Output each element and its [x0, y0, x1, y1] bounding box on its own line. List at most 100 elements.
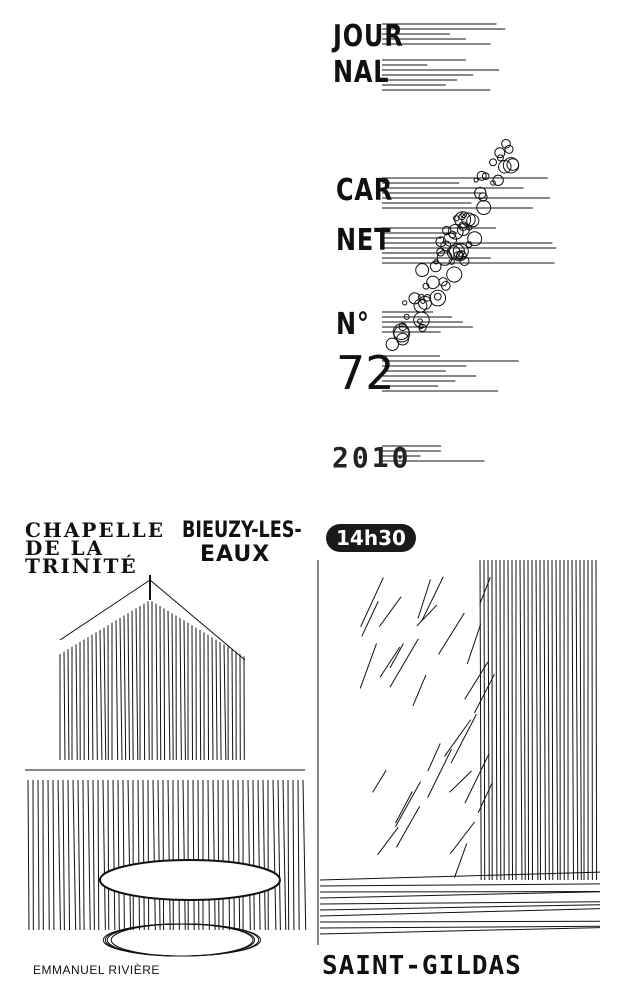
rock-stroke	[454, 843, 468, 878]
rock-stroke	[450, 713, 477, 764]
interior-hatch	[207, 779, 210, 931]
cover-title-line2: NAL	[333, 55, 390, 90]
bubble	[481, 172, 490, 180]
rock-stroke	[395, 805, 421, 848]
rock-stroke	[449, 821, 476, 855]
chapel-hatch	[231, 649, 234, 761]
caption-line1: CHAPELLE	[25, 518, 165, 542]
rock-stroke	[438, 612, 465, 655]
bubble	[473, 177, 479, 183]
interior-hatch	[302, 779, 307, 931]
rock-stroke	[427, 748, 452, 798]
bubble	[478, 192, 488, 202]
chapel-hatch	[147, 601, 150, 761]
chapel-hatch	[95, 632, 98, 761]
bubble	[418, 295, 432, 310]
bubble	[402, 300, 408, 306]
interior-hatch	[197, 779, 200, 931]
interior-hatch	[87, 779, 91, 931]
bubble	[457, 250, 464, 257]
bubble	[429, 260, 442, 273]
interior-hatch	[82, 779, 85, 931]
chapel-hatch	[223, 644, 227, 761]
interior-hatch	[272, 779, 277, 931]
bubble	[442, 225, 452, 236]
interior-hatch	[97, 779, 100, 931]
chapel-hatch	[63, 651, 66, 761]
chapel-hatch	[119, 617, 123, 761]
bubble	[440, 240, 452, 252]
rock-stroke	[466, 623, 482, 665]
interior-hatch	[287, 779, 290, 931]
ground-stroke	[319, 925, 601, 929]
chapel-hatch	[91, 634, 94, 761]
bubble	[448, 258, 455, 265]
ground-stroke	[319, 927, 601, 935]
interior-hatch	[62, 779, 65, 931]
bubble	[446, 266, 463, 283]
rock-stroke	[359, 643, 377, 689]
interior-hatch	[47, 779, 50, 931]
floor-scribble	[106, 923, 260, 957]
wall-hatch	[551, 559, 554, 881]
bubble	[418, 323, 424, 330]
caption-line3: TRINITÉ	[25, 554, 138, 578]
interior-hatch	[177, 779, 180, 931]
wall-hatch	[487, 559, 490, 881]
floor-scribble	[110, 923, 256, 957]
bubble	[476, 170, 487, 181]
signature: EMMANUEL RIVIÈRE	[33, 963, 160, 977]
bubble	[433, 292, 442, 301]
rock-stroke	[372, 770, 387, 793]
bubble	[446, 245, 461, 260]
bubble	[459, 256, 470, 267]
interior-hatch	[57, 779, 61, 931]
chapel-hatch	[99, 629, 103, 761]
interior-hatch	[92, 779, 95, 931]
rock-stroke	[464, 661, 489, 700]
bubble	[460, 211, 467, 219]
bubble	[426, 275, 440, 290]
chapel-hatch	[75, 644, 78, 761]
bubble	[452, 243, 469, 260]
chapel-hatch	[171, 613, 174, 761]
interior-hatch	[257, 779, 261, 931]
rock-stroke	[379, 646, 401, 678]
rock-stroke	[416, 604, 438, 627]
interior-hatch	[182, 779, 186, 931]
bubble	[467, 231, 483, 247]
interior-hatch	[247, 779, 251, 931]
interior-hatch	[122, 779, 125, 931]
rock-stroke	[477, 782, 493, 814]
chapel-hatch	[127, 613, 131, 761]
bubble	[502, 157, 520, 174]
ground-stroke	[319, 891, 601, 899]
rock-stroke	[427, 743, 441, 772]
interior-hatch	[282, 779, 287, 931]
chapel-hatch	[103, 627, 107, 761]
caption-line2: DE LA	[25, 536, 105, 560]
ink-stroke	[59, 579, 151, 641]
bubble	[403, 313, 410, 320]
interior-hatch	[72, 779, 77, 931]
ground-stroke	[319, 904, 601, 911]
interior-hatch	[112, 779, 116, 931]
interior-hatch	[262, 779, 266, 931]
cover-year: 2010	[332, 441, 412, 474]
interior-hatch	[252, 779, 255, 931]
wall-hatch	[507, 559, 510, 881]
ground-stroke	[319, 920, 601, 923]
interior-hatch	[277, 779, 281, 931]
bubble	[466, 224, 473, 231]
chapel-hatch	[163, 608, 166, 761]
rock-stroke	[412, 674, 427, 707]
chapel-hatch	[123, 615, 127, 761]
bubble	[494, 147, 506, 159]
chapel-hatch	[207, 634, 210, 761]
rock-stroke	[377, 827, 399, 856]
chapel-hatch	[87, 637, 90, 761]
interior-hatch	[157, 779, 161, 931]
chapel-hatch	[179, 617, 182, 761]
bubble	[448, 230, 457, 239]
bubble	[490, 180, 496, 186]
